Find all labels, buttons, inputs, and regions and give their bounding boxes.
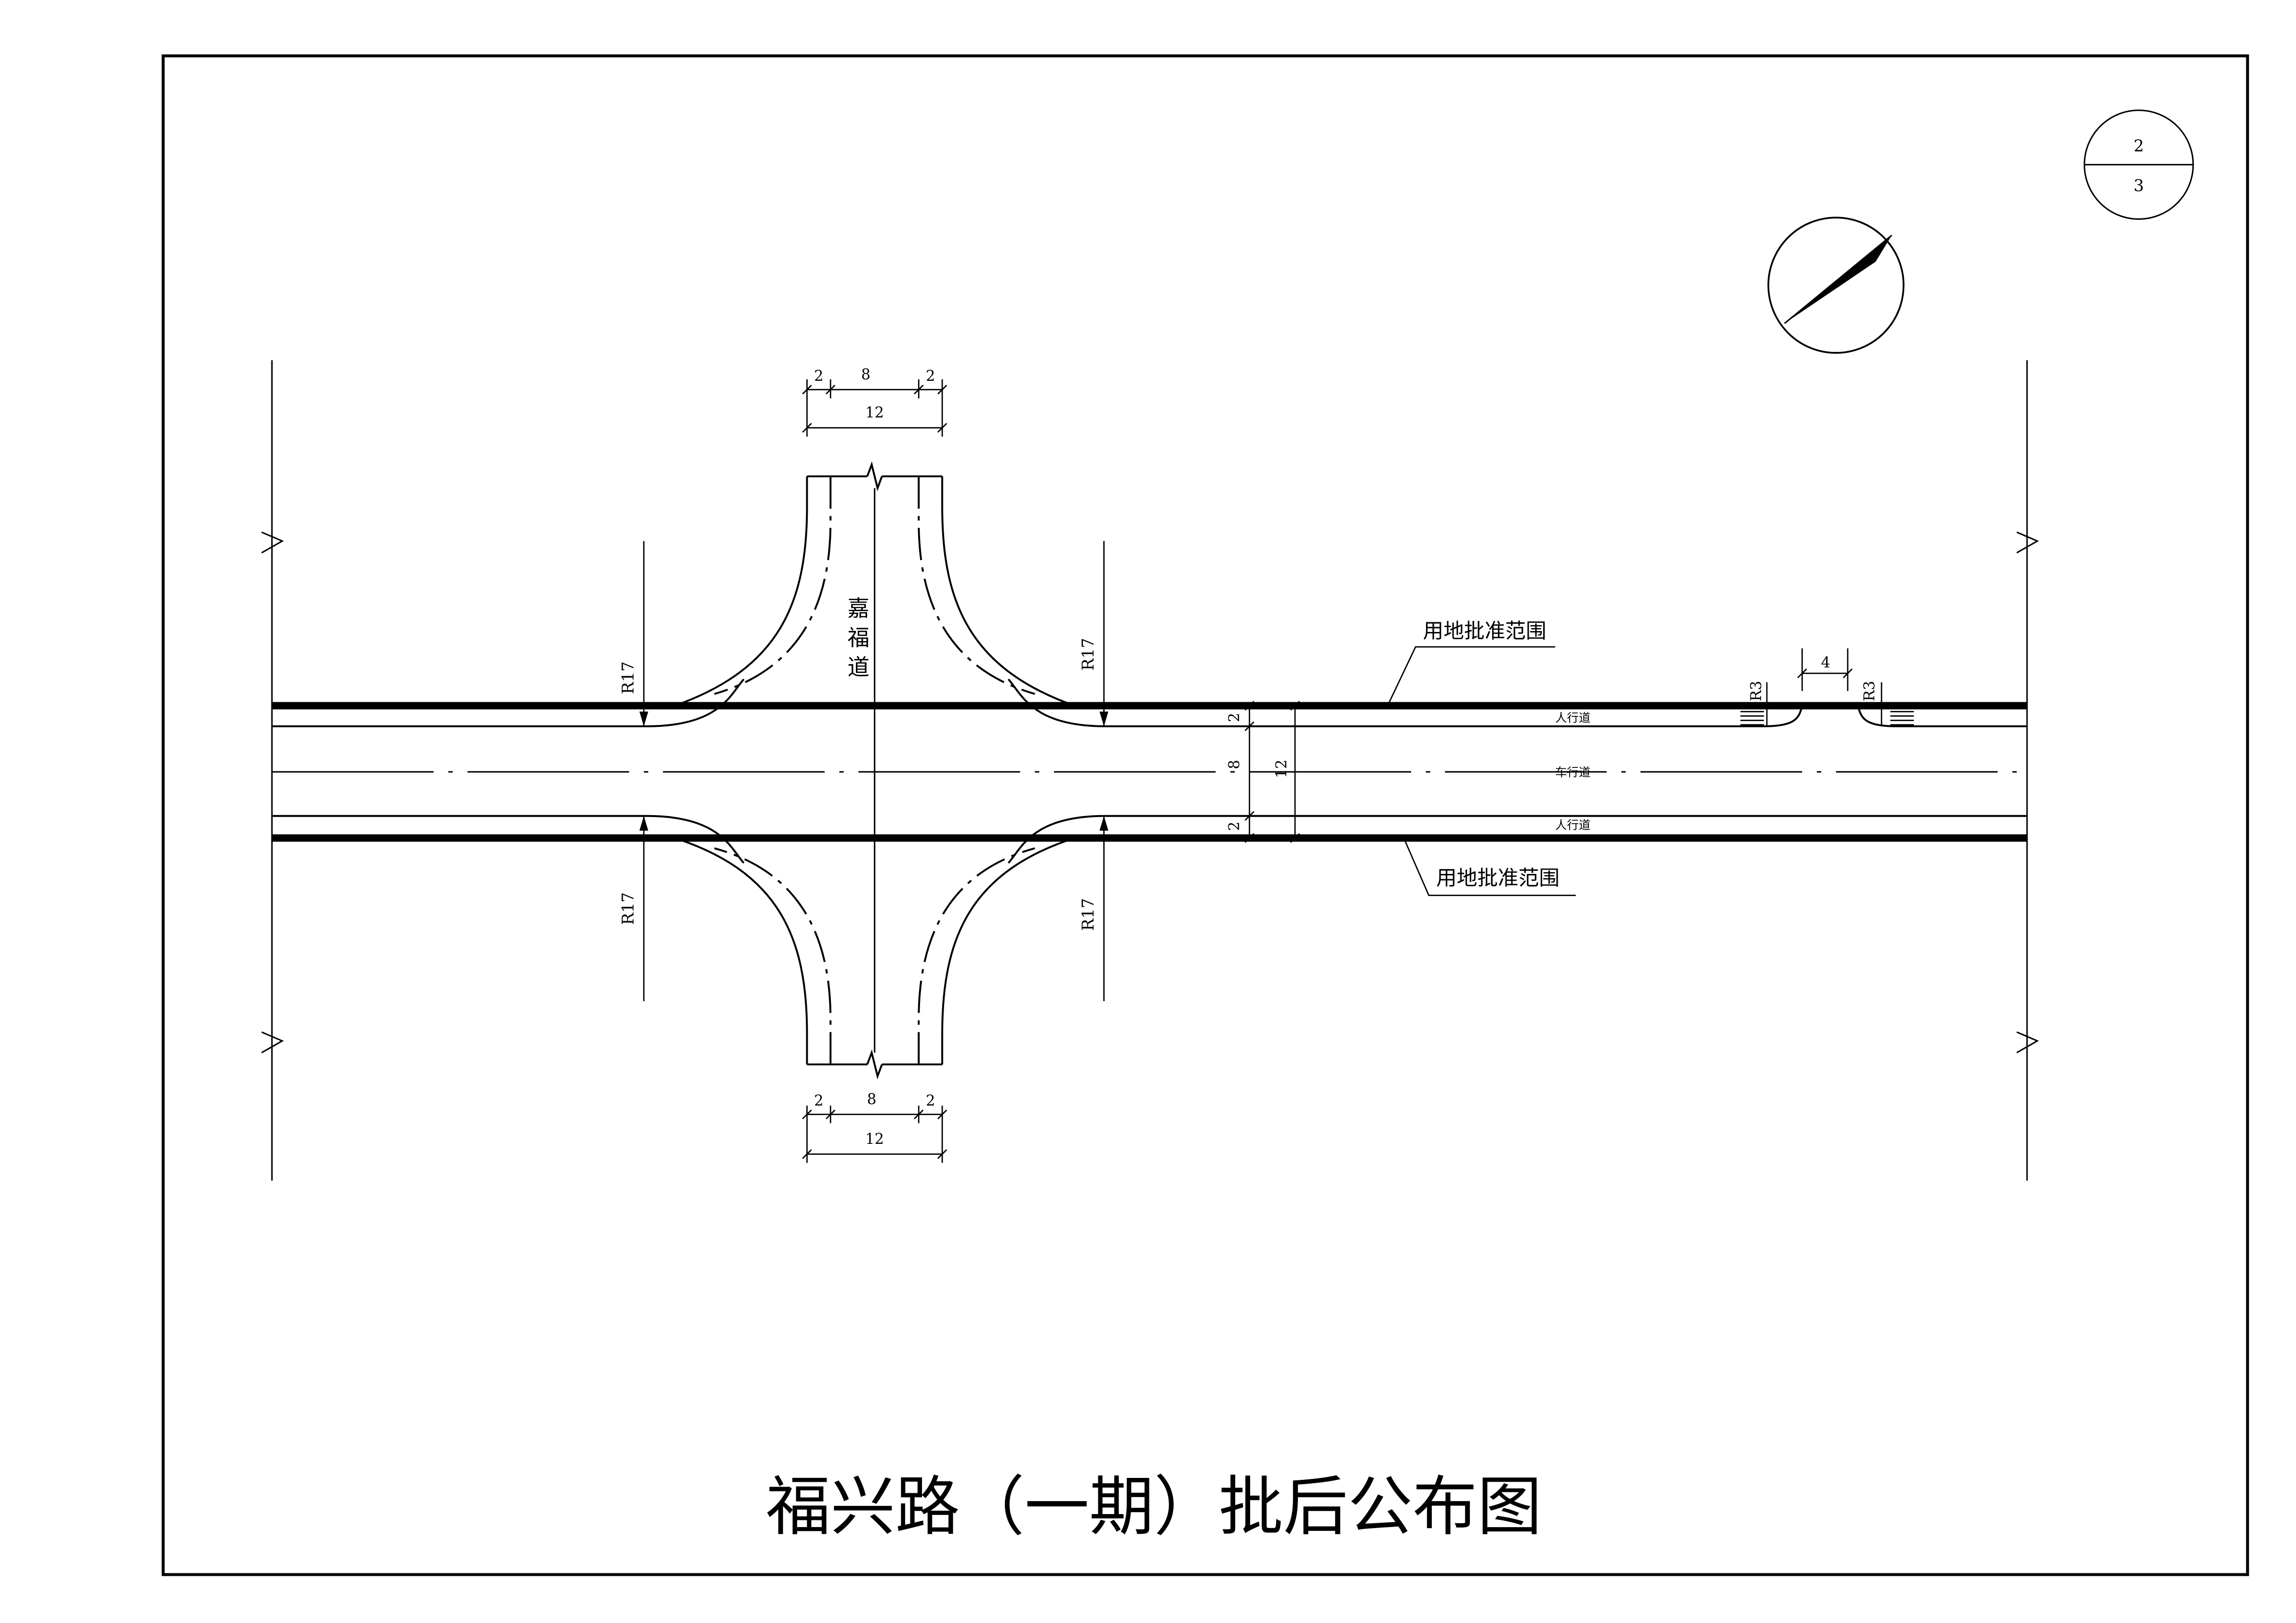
boundary-label-north-group: 用地批准范围 — [1387, 619, 1555, 706]
sidewalk-label-south: 人行道 — [1555, 818, 1590, 832]
main-road-edges — [272, 678, 2027, 864]
dim-bottom-sidewalk-left: 2 — [814, 1093, 823, 1110]
dim-cross-upper-sidewalk: 2 — [1226, 713, 1243, 722]
dim-bottom-sidewalk-right: 2 — [926, 1093, 935, 1110]
dim-bottom-carriageway: 8 — [867, 1091, 876, 1108]
sidewalk-label-north: 人行道 — [1555, 711, 1590, 725]
dim-cross-carriageway: 8 — [1226, 760, 1243, 769]
dimension-cross: 2 8 2 12 — [1226, 700, 1300, 843]
dim-top-carriageway: 8 — [861, 366, 870, 383]
radius-arrows — [639, 711, 1108, 831]
boundary-label-north: 用地批准范围 — [1423, 619, 1546, 644]
carriageway-label: 车行道 — [1555, 765, 1590, 779]
boundary-label-south-group: 用地批准范围 — [1403, 837, 1576, 896]
sheet-number: 2 — [2134, 136, 2144, 155]
opening-radius-right: R3 — [1861, 681, 1878, 701]
north-arrow-icon — [1767, 216, 1905, 354]
access-opening: 4 R3 R3 — [1740, 648, 1914, 726]
dim-top-sidewalk-left: 2 — [814, 368, 823, 385]
radius-leaders — [643, 541, 1105, 1002]
side-road-name-char-3: 道 — [847, 655, 869, 680]
radius-label-bottom-left: R17 — [619, 892, 638, 925]
dim-top-sidewalk-right: 2 — [926, 368, 935, 385]
dim-top-total: 12 — [865, 404, 884, 421]
side-road-south — [674, 837, 1075, 1080]
side-road-name-char-1: 嘉 — [847, 596, 869, 621]
side-road-name: 嘉 福 道 — [847, 596, 869, 680]
dim-cross-lower-sidewalk: 2 — [1226, 821, 1243, 831]
drawing-frame — [161, 54, 2249, 1576]
boundary-label-south: 用地批准范围 — [1436, 866, 1560, 890]
sheet-index-symbol: 2 3 — [2083, 109, 2194, 220]
drawing-title: 福兴路（一期）批后公布图 — [766, 1469, 1542, 1544]
sheet-total: 3 — [2134, 176, 2144, 195]
road-extent-lines — [261, 360, 2039, 1181]
dimension-top: 2 8 2 12 — [802, 366, 948, 437]
side-road-name-char-2: 福 — [847, 625, 869, 651]
dim-bottom-total: 12 — [865, 1131, 884, 1148]
dim-cross-total: 12 — [1273, 760, 1290, 778]
side-road-north — [674, 461, 1075, 707]
radius-label-top-left: R17 — [619, 661, 638, 694]
radius-label-bottom-right: R17 — [1079, 898, 1097, 931]
dimension-bottom: 2 8 2 12 — [802, 1091, 948, 1163]
centerlines — [272, 488, 2027, 1053]
opening-width-label: 4 — [1821, 655, 1830, 671]
opening-radius-left: R3 — [1748, 681, 1765, 701]
land-boundary-lines — [272, 702, 2027, 842]
radius-label-top-right: R17 — [1079, 638, 1097, 671]
